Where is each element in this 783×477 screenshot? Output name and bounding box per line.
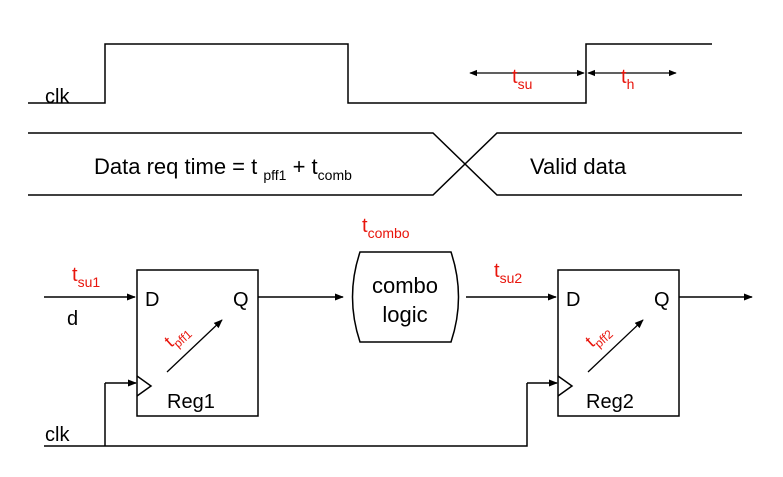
- clk-input-label: clk: [45, 424, 70, 446]
- reg2-name: Reg2: [586, 391, 634, 413]
- clk-waveform-label: clk: [45, 86, 70, 108]
- d-input-label: d: [67, 308, 78, 330]
- combo-logic-line2: logic: [382, 302, 427, 327]
- tcombo-label: tcombo: [362, 215, 410, 241]
- clock-waveform: [28, 43, 712, 104]
- reg2-tpff-arrow: [587, 319, 644, 373]
- reg1-name: Reg1: [167, 391, 215, 413]
- combo-logic-block: [351, 251, 460, 343]
- valid-data-label: Valid data: [530, 154, 627, 179]
- reg2-d-pin: D: [566, 289, 580, 311]
- data-req-time-label: Data req time = t pff1 + tcomb: [94, 154, 352, 183]
- tsu2-label: tsu2: [494, 260, 522, 286]
- reg1-q-pin: Q: [233, 289, 249, 311]
- combo-logic-line1: combo: [372, 273, 438, 298]
- reg1-flipflop: [136, 269, 259, 417]
- reg2-q-pin: Q: [654, 289, 670, 311]
- tsu1-label: tsu1: [72, 264, 100, 290]
- th-label: th: [621, 66, 634, 92]
- reg1-tpff-arrow: [166, 319, 223, 373]
- reg1-d-pin: D: [145, 289, 159, 311]
- tsu-label: tsu: [512, 66, 532, 92]
- data-bus-waveform: [28, 132, 742, 196]
- clock-distribution-wire: [44, 383, 528, 447]
